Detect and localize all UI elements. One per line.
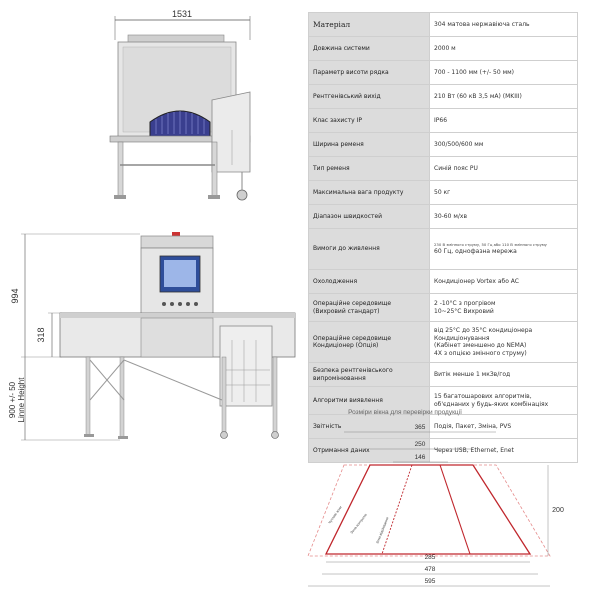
dim-height: 200 — [552, 507, 564, 514]
table-row: Операційне середовище (Вихровий стандарт… — [308, 293, 578, 322]
spec-value-line: 10~25°C Вихровий — [434, 307, 494, 315]
spec-key: Операційне середовище (Вихровий стандарт… — [308, 293, 430, 322]
table-row: Вимоги до живлення 230 В змінного струму… — [308, 228, 578, 270]
dim-top-mid: 250 — [415, 441, 426, 448]
spec-value-line: 15 багатошарових алгоритмів, — [434, 393, 532, 400]
spec-key: Довжина системи — [308, 36, 430, 61]
spec-value: IP66 — [429, 108, 578, 133]
spec-value: 15 багатошарових алгоритмів, об'єднаних … — [429, 386, 578, 415]
spec-key: Параметр висоти рядка — [308, 60, 430, 85]
table-row: Рентгенівський вихід 210 Вт (60 кВ 3,5 м… — [308, 84, 578, 109]
spec-value: 50 кг — [429, 180, 578, 205]
table-row: Ширина ременя 300/500/600 мм — [308, 132, 578, 157]
spec-value: 700 - 1100 мм (+/- 50 мм) — [429, 60, 578, 85]
table-row: Операційне середовище Кондиціонер (Опція… — [308, 321, 578, 363]
spec-value: Витік менше 1 мкЗв/год — [429, 362, 578, 387]
table-row: Максимальна вага продукту 50 кг — [308, 180, 578, 205]
spec-value-line: 4X з опцією змінного струму) — [434, 349, 527, 357]
spec-key: Операційне середовище Кондиціонер (Опція… — [308, 321, 430, 363]
line-height-caption: Linne Height — [17, 377, 26, 423]
spec-value-line: 230 В змінного струму, 50 Гц або 110 В з… — [434, 241, 547, 247]
spec-key: Ширина ременя — [308, 132, 430, 157]
side-view-machine — [109, 34, 251, 201]
window-diagram-title: Розміри вікна для перевірки продукції — [348, 408, 462, 416]
spec-key: Матеріал — [308, 12, 430, 37]
line-height-value: 900 +/- 50 — [8, 381, 17, 418]
spec-value: 304 матова нержавіюча сталь — [429, 12, 578, 37]
dim-top-outer: 365 — [415, 424, 426, 431]
spec-value: 300/500/600 мм — [429, 132, 578, 157]
slant-label: Зона контролю — [350, 513, 368, 535]
machine-drawings: 1531 994 318 900 +/- 50 Lin — [8, 9, 296, 441]
spec-key: Тип ременя — [308, 156, 430, 181]
spec-value: 2000 м — [429, 36, 578, 61]
dim-bottom-outer: 595 — [425, 578, 436, 585]
spec-value: від 25°C до 35°C кондиціонера Кондиціону… — [429, 321, 578, 363]
table-row: Клас захисту IP IP66 — [308, 108, 578, 133]
table-row: Матеріал 304 матова нержавіюча сталь — [308, 12, 578, 37]
slant-label: Зона відсіювання — [375, 517, 389, 545]
width-label: 1531 — [172, 9, 192, 19]
spec-key: Охолодження — [308, 269, 430, 294]
dim-bottom-inner: 285 — [425, 554, 436, 561]
front-view-machine — [59, 232, 296, 439]
spec-value-line: (Кабінет зменшено до NEMA) — [434, 342, 527, 349]
spec-key: Рентгенівський вихід — [308, 84, 430, 109]
spec-value: Синій пояс PU — [429, 156, 578, 181]
table-row: Отримання даних Через USB, Ethernet, Ene… — [308, 438, 578, 463]
table-row: Тип ременя Синій пояс PU — [308, 156, 578, 181]
spec-value-line: Кондиціонування — [434, 334, 490, 342]
spec-value-line: 60 Гц, однофазна мережа — [434, 247, 517, 255]
dim-top-inner: 146 — [415, 454, 426, 461]
table-row: Параметр висоти рядка 700 - 1100 мм (+/-… — [308, 60, 578, 85]
spec-key: Звітність — [308, 414, 430, 439]
table-row: Довжина системи 2000 м — [308, 36, 578, 61]
spec-key: Отримання даних — [308, 438, 430, 463]
height-label: 994 — [10, 288, 20, 303]
spec-value-line: 2 -10°C з прогрівом — [434, 300, 496, 307]
conveyor-height-label: 318 — [36, 327, 46, 342]
spec-value: 2 -10°C з прогрівом 10~25°C Вихровий — [429, 293, 578, 322]
spec-value: 230 В змінного струму, 50 Гц або 110 В з… — [429, 228, 578, 270]
table-row: Охолодження Кондиціонер Vortex або AC — [308, 269, 578, 294]
slant-label: Чутливі зони — [328, 505, 343, 524]
spec-table: Матеріал 304 матова нержавіюча сталь Дов… — [308, 12, 578, 463]
table-row: Діапазон швидкостей 30-60 м/хв — [308, 204, 578, 229]
spec-key: Клас захисту IP — [308, 108, 430, 133]
spec-key: Безпека рентгенівського випромінювання — [308, 362, 430, 387]
spec-value: 210 Вт (60 кВ 3,5 мА) (MKIII) — [429, 84, 578, 109]
dim-bottom-mid: 478 — [425, 566, 436, 573]
inspection-window-diagram: Розміри вікна для перевірки продукції 36… — [307, 408, 564, 587]
spec-key: Вимоги до живлення — [308, 228, 430, 270]
inspection-window-outline — [324, 464, 532, 555]
spec-key: Діапазон швидкостей — [308, 204, 430, 229]
outer-window-outline — [307, 464, 551, 557]
spec-value-line: об'єднаних у будь-яких комбінаціях — [434, 400, 549, 408]
spec-key: Максимальна вага продукту — [308, 180, 430, 205]
spec-value: Кондиціонер Vortex або AC — [429, 269, 578, 294]
table-row: Безпека рентгенівського випромінювання В… — [308, 362, 578, 387]
spec-value: Через USB, Ethernet, Enet — [429, 438, 578, 463]
spec-value-line: від 25°C до 35°C кондиціонера — [434, 327, 533, 334]
spec-value: 30-60 м/хв — [429, 204, 578, 229]
